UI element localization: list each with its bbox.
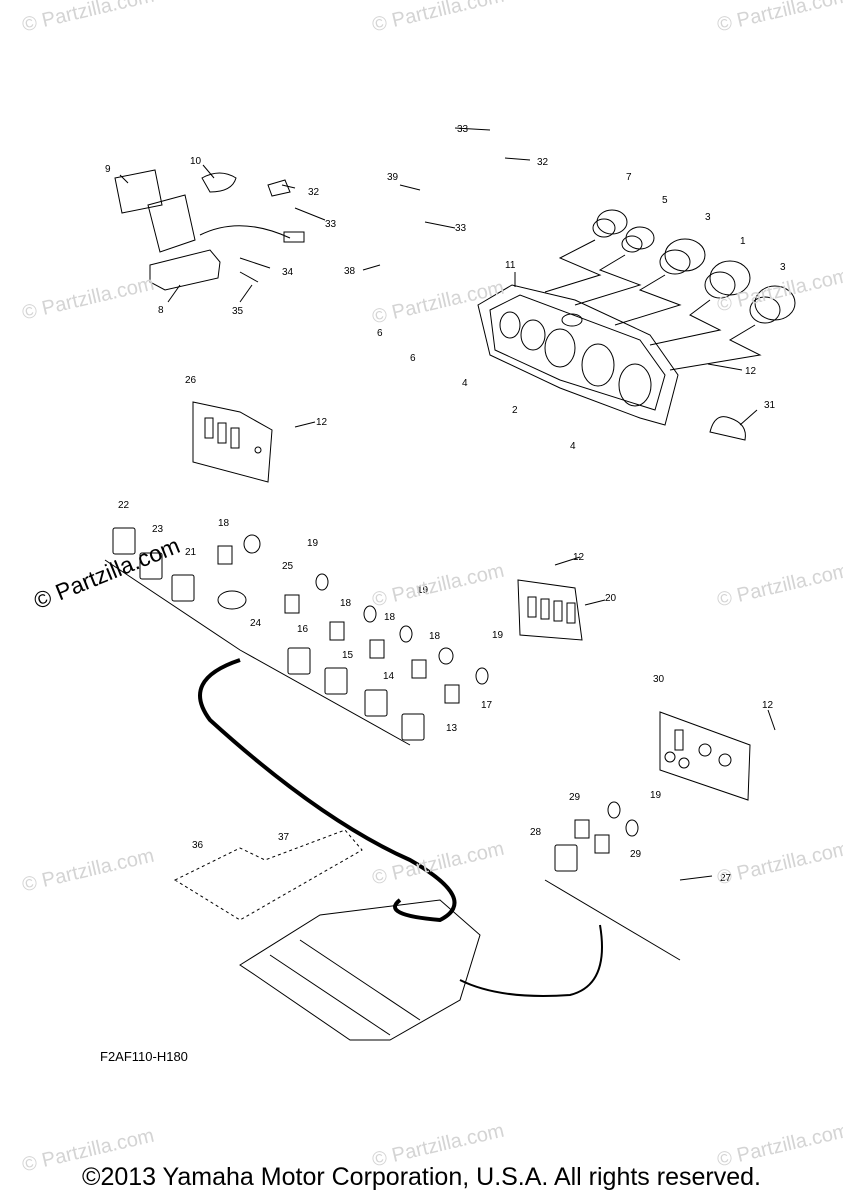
switch-13 bbox=[401, 713, 425, 741]
callout-label: 33 bbox=[325, 219, 337, 230]
gauge-7 bbox=[592, 209, 628, 238]
cap-31 bbox=[709, 416, 746, 441]
callout-label: 4 bbox=[462, 378, 468, 389]
callout-label: 19 bbox=[650, 790, 662, 801]
callout-label: 1 bbox=[740, 236, 746, 247]
callout-label: 18 bbox=[429, 631, 441, 642]
switch-14 bbox=[364, 689, 388, 717]
callout-label: 30 bbox=[653, 674, 665, 685]
diagram-code: F2AF110-H180 bbox=[100, 1049, 188, 1064]
switch-panel-20 bbox=[517, 579, 583, 641]
callout-label: 14 bbox=[383, 671, 395, 682]
copyright-notice: ©2013 Yamaha Motor Corporation, U.S.A. A… bbox=[82, 1163, 761, 1191]
callout-label: 12 bbox=[762, 700, 774, 711]
callout-label: 32 bbox=[308, 187, 320, 198]
switch-panel-26 bbox=[192, 401, 273, 483]
callout-label: 25 bbox=[282, 561, 294, 572]
callout-label: 12 bbox=[573, 552, 585, 563]
callout-label: 12 bbox=[745, 366, 757, 377]
callout-label: 15 bbox=[342, 650, 354, 661]
switch-15 bbox=[324, 667, 348, 695]
callout-label: 13 bbox=[446, 723, 458, 734]
switch-panel-30 bbox=[659, 711, 751, 801]
callout-label: 36 bbox=[192, 840, 204, 851]
callout-label: 12 bbox=[316, 417, 328, 428]
callout-label: 34 bbox=[282, 267, 294, 278]
callout-label: 20 bbox=[605, 593, 617, 604]
callout-label: 6 bbox=[410, 353, 416, 364]
gauge-5 bbox=[621, 226, 655, 253]
callout-label: 18 bbox=[384, 612, 396, 623]
callout-label: 33 bbox=[457, 124, 469, 135]
meter-panel-housing bbox=[477, 284, 679, 426]
callout-label: 39 bbox=[387, 172, 399, 183]
callout-label: 38 bbox=[344, 266, 356, 277]
main-harness bbox=[198, 658, 457, 923]
callout-label: 16 bbox=[297, 624, 309, 635]
callout-label: 21 bbox=[185, 547, 197, 558]
callout-label: 29 bbox=[569, 792, 581, 803]
callout-label: 11 bbox=[505, 260, 516, 271]
callout-label: 27 bbox=[720, 873, 732, 884]
switch-16 bbox=[287, 647, 311, 675]
callout-label: 29 bbox=[630, 849, 642, 860]
callout-label: 33 bbox=[455, 223, 467, 234]
callout-label: 31 bbox=[764, 400, 776, 411]
callout-label: 19 bbox=[417, 585, 429, 596]
gauge-3b bbox=[749, 285, 796, 324]
callout-label: 3 bbox=[705, 212, 711, 223]
callout-label: 19 bbox=[492, 630, 504, 641]
callout-label: 23 bbox=[152, 524, 164, 535]
callout-label: 8 bbox=[158, 305, 164, 316]
callout-label: 35 bbox=[232, 306, 244, 317]
callout-label: 4 bbox=[570, 441, 576, 452]
callout-label: 3 bbox=[780, 262, 786, 273]
gauge-3a bbox=[659, 238, 706, 275]
callout-label: 5 bbox=[662, 195, 668, 206]
sender-unit-8 bbox=[149, 249, 221, 291]
callout-label: 24 bbox=[250, 618, 262, 629]
switch-22 bbox=[112, 527, 136, 555]
callout-label: 18 bbox=[340, 598, 352, 609]
callout-label: 22 bbox=[118, 500, 130, 511]
callout-label: 17 bbox=[481, 700, 493, 711]
callout-label: 10 bbox=[190, 156, 202, 167]
buzzer-24 bbox=[217, 590, 247, 610]
callout-label: 2 bbox=[512, 405, 518, 416]
callout-label: 19 bbox=[307, 538, 319, 549]
callout-label: 37 bbox=[278, 832, 290, 843]
switch-23 bbox=[139, 552, 163, 580]
callout-label: 26 bbox=[185, 375, 197, 386]
gauge-1 bbox=[704, 260, 751, 299]
callout-label: 32 bbox=[537, 157, 549, 168]
callout-label: 28 bbox=[530, 827, 542, 838]
switch-21 bbox=[171, 574, 195, 602]
callout-label: 18 bbox=[218, 518, 230, 529]
callout-label: 6 bbox=[377, 328, 383, 339]
callout-label: 7 bbox=[626, 172, 632, 183]
switch-28 bbox=[554, 844, 578, 872]
callout-label: 9 bbox=[105, 164, 111, 175]
